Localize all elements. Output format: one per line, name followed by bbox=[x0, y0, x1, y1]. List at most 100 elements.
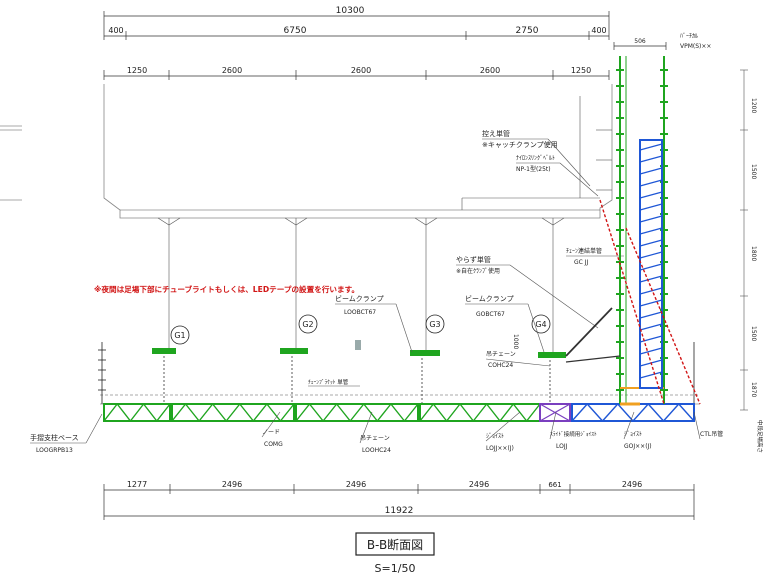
label-joist-2: LOJJ××(J) bbox=[486, 445, 514, 452]
stair-step bbox=[639, 179, 663, 187]
truss-diagonal bbox=[390, 403, 405, 422]
truss-diagonal bbox=[403, 403, 419, 422]
truss-diagonal bbox=[486, 403, 501, 422]
label-chain-1: ﾁｪｰﾝ連結単管 bbox=[566, 247, 602, 255]
truss-diagonal bbox=[678, 403, 695, 422]
truss-diagonal bbox=[116, 403, 131, 422]
stair-step bbox=[639, 371, 663, 379]
label-beam-clamp-1: ビームクランプ bbox=[335, 294, 384, 303]
label-joist2-2: GOJ××(J) bbox=[624, 443, 652, 450]
top-dimension-lines bbox=[103, 11, 667, 80]
dim-row1-b: 6750 bbox=[284, 26, 307, 36]
label-kake-3: ﾅｲﾛﾝｽﾘﾝｸﾞﾍﾞﾙﾄ bbox=[516, 155, 555, 162]
label-kake-2: ※キャッチクランプ使用 bbox=[482, 140, 558, 149]
dim-row2-e: 1250 bbox=[571, 66, 591, 75]
label-vertical-2: VPM(S)×× bbox=[680, 43, 711, 50]
night-lighting-note: ※夜間は足場下部にチューブライトもしくは、LEDテープの設置を行います。 bbox=[94, 284, 359, 294]
slide-joist-purple bbox=[539, 403, 571, 422]
truss-diagonal bbox=[632, 403, 649, 422]
label-kake-1: 控え単管 bbox=[482, 129, 510, 138]
label-ctl: CTL吊管 bbox=[700, 430, 723, 438]
truss-diagonal bbox=[239, 403, 254, 422]
red-diagonals bbox=[599, 199, 701, 405]
hanging-chains bbox=[163, 356, 551, 404]
dim-row1-d: 400 bbox=[591, 26, 606, 35]
truss-diagonal bbox=[129, 403, 145, 422]
truss-diagonal bbox=[103, 403, 118, 422]
truss-diagonal bbox=[662, 403, 680, 422]
truss-diagonal bbox=[266, 403, 281, 422]
truss-diagonal bbox=[586, 403, 604, 422]
leader-lines-middle bbox=[308, 303, 551, 387]
truss-diagonal bbox=[198, 403, 214, 422]
right-dim-5: 1870 bbox=[750, 382, 757, 397]
truss-diagonal bbox=[212, 403, 227, 422]
girder-labels bbox=[170, 314, 551, 345]
bottom-dim-5: 661 bbox=[548, 481, 561, 489]
stair-step bbox=[639, 287, 663, 295]
stair-step bbox=[639, 263, 663, 271]
scale-label: S=1/50 bbox=[375, 562, 416, 575]
floor-level bbox=[100, 394, 700, 405]
dim-row2-b: 2600 bbox=[222, 66, 242, 75]
label-handrail-2: LOOGRPB13 bbox=[36, 447, 73, 454]
label-chain2-1: 吊チェーン bbox=[360, 435, 390, 442]
truss-diagonal bbox=[156, 403, 171, 422]
stair-step bbox=[639, 143, 663, 151]
right-dimension-lines bbox=[740, 69, 748, 411]
brace-pipe bbox=[565, 307, 621, 363]
bottom-dim-6: 2496 bbox=[622, 480, 642, 489]
truss-diagonal bbox=[601, 403, 619, 422]
right-vertical-note: 中段足場高さ bbox=[756, 420, 764, 453]
girder-flanges bbox=[152, 340, 566, 358]
truss-diagonal bbox=[512, 403, 528, 422]
label-beam-clamp-1-code: LOOBCT67 bbox=[344, 309, 376, 316]
stair-step bbox=[639, 191, 663, 199]
truss-diagonal bbox=[336, 403, 351, 422]
truss-diagonal bbox=[617, 403, 634, 422]
left-edge-marks bbox=[0, 125, 22, 201]
truss-diagonal bbox=[322, 403, 338, 422]
girder-webs bbox=[157, 217, 565, 352]
label-hanger-chain: 吊チェーン bbox=[486, 351, 516, 358]
stair-step bbox=[639, 155, 663, 163]
stair-step bbox=[639, 239, 663, 247]
green-truss-system bbox=[103, 403, 541, 422]
label-yarazu-2: ※自在ｸﾗﾝﾌﾟ使用 bbox=[456, 267, 500, 275]
label-chain-2: GC JJ bbox=[574, 259, 589, 266]
truss-diagonal bbox=[309, 403, 324, 422]
leader-lines-lower bbox=[30, 411, 701, 444]
label-joist-1: ｼﾞｮｲｽﾄ bbox=[486, 433, 504, 440]
girder-label-g3: G3 bbox=[429, 320, 440, 329]
truss-diagonal bbox=[499, 403, 514, 422]
label-small-note: ﾁｪｰﾝﾌﾞﾗｹｯﾄ 単管 bbox=[308, 378, 349, 386]
dim-row1-a: 400 bbox=[108, 26, 123, 35]
truss-diagonal bbox=[171, 403, 187, 422]
label-hanger-chain-code: COHC24 bbox=[488, 362, 513, 369]
dim-row1-c: 2750 bbox=[516, 26, 539, 36]
dim-row2-a: 1250 bbox=[127, 66, 147, 75]
bottom-dim-1: 1277 bbox=[127, 480, 147, 489]
right-dim-2: 1500 bbox=[750, 164, 757, 179]
label-1000: 1000 bbox=[512, 334, 519, 349]
stair-step bbox=[639, 227, 663, 235]
stair-step bbox=[639, 323, 663, 331]
stair-step bbox=[639, 167, 663, 175]
stair-step bbox=[639, 311, 663, 319]
bottom-dim-3: 2496 bbox=[346, 480, 366, 489]
right-dim-1: 1200 bbox=[750, 98, 757, 113]
label-chain2-2: LOOHC24 bbox=[362, 447, 391, 454]
truss-diagonal bbox=[459, 403, 474, 422]
handrail-post bbox=[98, 342, 695, 404]
dim-overall-top: 10300 bbox=[336, 6, 365, 16]
label-kake-4: NP-1型(25t) bbox=[516, 165, 551, 173]
label-joist3-2: LOJJ bbox=[556, 443, 568, 450]
truss-diagonal bbox=[185, 403, 200, 422]
truss-diagonal bbox=[446, 403, 461, 422]
title-box bbox=[355, 532, 435, 556]
label-vertical-1: ﾊﾞｰﾁｶﾙ bbox=[680, 33, 698, 40]
truss-diagonal bbox=[295, 403, 311, 422]
truss-diagonal bbox=[376, 403, 392, 422]
stair-step bbox=[639, 215, 663, 223]
